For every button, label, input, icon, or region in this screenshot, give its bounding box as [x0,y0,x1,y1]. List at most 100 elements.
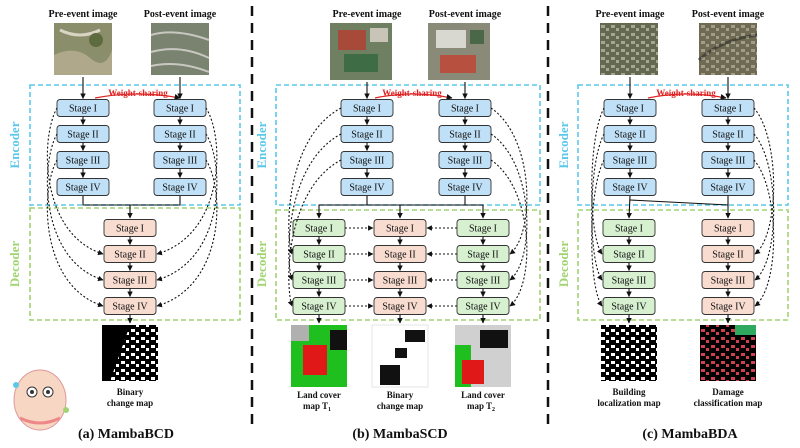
stage-box [438,178,492,196]
decoder-stage: Stage II [456,245,510,263]
connector-arrow [626,195,632,219]
skip-connection [753,159,775,307]
decoder-stage: Stage II [701,245,755,263]
decoder-stage: Stage III [701,271,755,289]
stage-label: Stage III [113,276,148,287]
encoder-stage: Stage III [153,151,207,169]
stage-label: Stage III [466,276,501,287]
stage-label: Stage IV [349,183,385,194]
decoder-stage: Stage IV [373,297,427,315]
output-label: Binary [117,387,144,397]
post-event-image [428,23,490,80]
panel-mambabcd: Pre-event image Post-event image Weight-… [7,9,241,442]
stage-label: Stage III [613,156,648,167]
stage-label: Stage IV [382,302,418,313]
output-label: change map [107,398,153,408]
encoder-stage: Stage II [603,125,657,143]
decoder-region [29,207,241,321]
encoder-stage: Stage III [438,151,492,169]
decoder-label: Decoder [254,241,269,287]
decoder-stage: Stage IV [701,297,755,315]
stage-label: Stage II [384,250,415,261]
stage-label: Stage IV [65,183,101,194]
skip-connection [156,107,218,256]
stage-label: Stage II [712,130,743,141]
weight-sharing-label: Weight-sharing [656,88,716,98]
post-event-image [697,23,758,75]
encoder-stage: Stage IV [701,178,755,196]
encoder-stage: Stage I [603,99,657,117]
weight-sharing-label: Weight-sharing [108,88,168,98]
stage-label: Stage I [616,104,644,115]
stage-label: Stage IV [162,183,198,194]
stage-label: Stage III [163,156,198,167]
weight-sharing-label: Weight-sharing [382,88,442,98]
decoder-stage: Stage IV [103,297,157,315]
stage-label: Stage II [67,130,98,141]
output-label: change map [377,401,423,411]
panel-mambabda: Pre-event image Post-event image Weight-… [556,9,789,442]
stage-label: Stage I [353,104,381,115]
decoder-stage: Stage I [456,219,510,237]
pre-event-label: Pre-event image [596,9,666,20]
decoder-stage: Stage I [292,219,346,237]
stage-box [701,178,755,196]
stage-box [603,178,657,196]
decoder-stage: Stage I [373,219,427,237]
stage-label: Stage I [615,224,643,235]
stage-label: Stage I [305,224,333,235]
encoder-stage: Stage II [438,125,492,143]
stage-label: Stage IV [612,183,648,194]
output-label: map T1 [303,401,331,413]
output-building-localization-map [601,325,657,381]
encoder-stage: Stage IV [438,178,492,196]
decoder-stage: Stage IV [456,297,510,315]
skip-connection [753,133,775,281]
stage-label: Stage II [712,250,743,261]
skip-connection [156,133,218,282]
output-label: Binary [387,390,414,400]
stage-label: Stage III [350,156,385,167]
skip-connection [591,159,605,307]
stage-label: Stage I [69,104,97,115]
panel-mambascd: Pre-event image Post-event image Weight-… [254,9,541,442]
stage-label: Stage I [166,104,194,115]
stage-label: Stage IV [710,302,746,313]
stage-label: Stage IV [710,183,746,194]
post-event-image [150,23,210,75]
encoder-label: Encoder [7,121,22,168]
post-event-label: Post-event image [429,9,502,20]
encoder-stage: Stage IV [340,178,394,196]
stage-box [340,178,394,196]
stage-label: Stage II [164,130,195,141]
stage-label: Stage III [302,276,337,287]
decoder-stage: Stage III [456,271,510,289]
encoder-stage: Stage III [56,151,110,169]
decoder-label: Decoder [556,241,571,287]
encoder-stage: Stage II [153,125,207,143]
post-event-label: Post-event image [692,9,765,20]
stage-label: Stage I [714,104,742,115]
decoder-stage: Stage II [373,245,427,263]
skip-connection [591,107,605,255]
merge-line [82,196,133,219]
stage-label: Stage III [711,156,746,167]
encoder-stage: Stage I [56,99,110,117]
panel-caption: (b) MambaSCD [352,427,447,442]
encoder-stage: Stage II [56,125,110,143]
stage-box [56,178,110,196]
merge-line [629,199,731,219]
stage-label: Stage IV [465,302,501,313]
panel-caption: (c) MambaBDA [642,427,738,442]
decoder-stage: Stage IV [292,297,346,315]
output-label: Building [612,387,646,397]
stage-label: Stage IV [112,302,148,313]
encoder-stage: Stage IV [603,178,657,196]
pre-event-image [54,23,112,75]
stage-label: Stage III [66,156,101,167]
output-binary-change-map [371,324,429,388]
encoder-label: Encoder [556,121,571,168]
decoder-stage: Stage II [292,245,346,263]
stage-label: Stage II [613,250,644,261]
stage-label: Stage II [114,250,145,261]
